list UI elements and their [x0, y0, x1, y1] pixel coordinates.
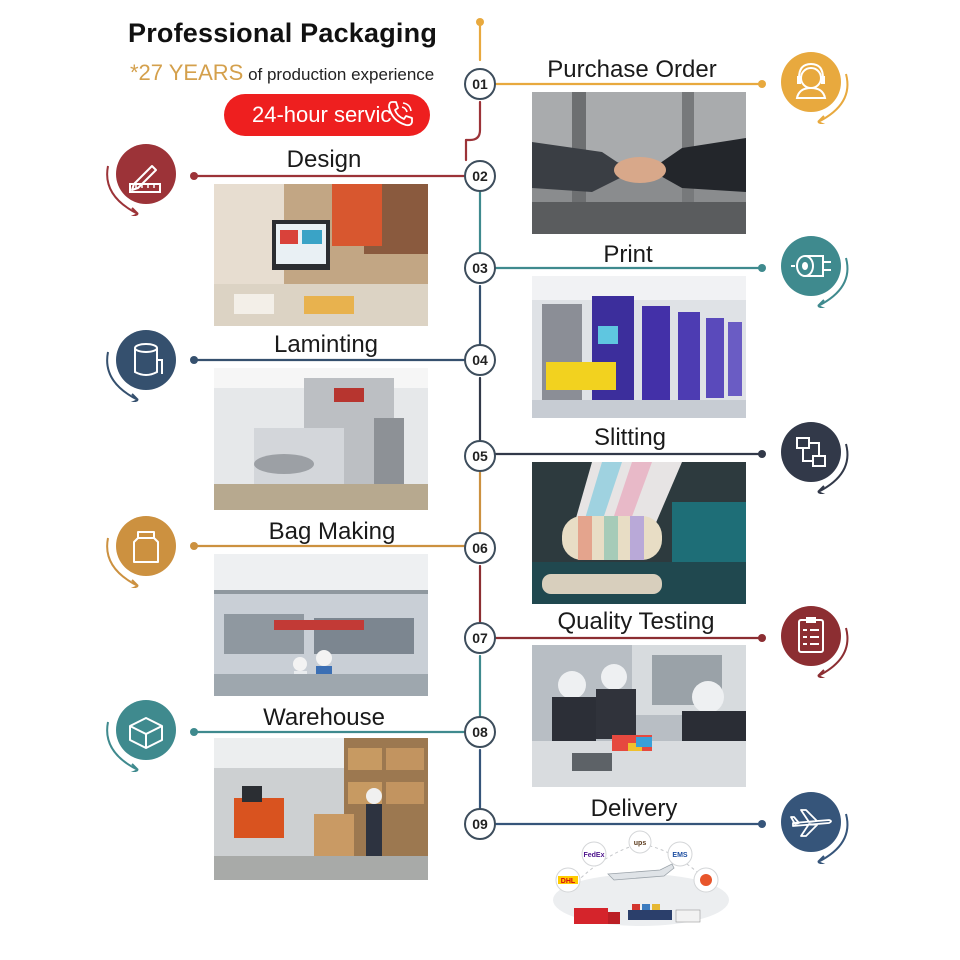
film-roll-icon [134, 343, 163, 376]
fedex-logo: FedEx [583, 852, 604, 859]
years-highlight: *27 YEARS [130, 60, 244, 85]
arrow-arc-icon [817, 73, 849, 124]
printing-machine-photo [532, 276, 746, 418]
laminating-machine-photo [214, 368, 428, 510]
design-icon [116, 144, 176, 204]
arrow-arc-icon [817, 813, 849, 864]
delivery-logistics-illustration: FedEx ups EMS DHL [553, 830, 729, 926]
arrow-arc-icon [817, 443, 849, 494]
print-roll-icon [791, 255, 831, 277]
bag-icon [133, 531, 159, 563]
step-label-bag-making: Bag Making [268, 518, 396, 545]
laminating-icon [116, 330, 176, 390]
step-label-laminting: Laminting [273, 331, 379, 358]
ups-logo: ups [634, 840, 647, 847]
warehouse-icon [116, 700, 176, 760]
step-number-02: 02 [464, 160, 496, 192]
handshake-photo [532, 92, 746, 234]
step-number-01: 01 [464, 68, 496, 100]
arrow-arc-icon [106, 537, 139, 588]
bag-making-photo [214, 554, 428, 696]
step-number-04: 04 [464, 344, 496, 376]
clipboard-icon [798, 617, 824, 653]
design-photo [214, 184, 428, 326]
arrow-arc-icon [106, 165, 139, 216]
service-label: 24-hour servic [252, 102, 392, 127]
step-number-06: 06 [464, 532, 496, 564]
delivery-icon [781, 792, 841, 852]
experience-subtitle: *27 YEARS of production experience [130, 60, 434, 86]
arrow-arc-icon [106, 351, 139, 402]
step-label-print: Print [603, 241, 653, 268]
ems-logo: EMS [672, 852, 688, 859]
slitting-step-icon [781, 422, 841, 482]
dhl-logo: DHL [561, 878, 576, 885]
step-number-09: 09 [464, 808, 496, 840]
customer-service-icon [795, 62, 827, 99]
arrow-arc-icon [817, 627, 849, 678]
step-label-delivery: Delivery [590, 795, 678, 822]
slitting-machine-photo [532, 462, 746, 604]
step-number-07: 07 [464, 622, 496, 654]
arrow-arc-icon [106, 721, 139, 772]
slitting-icon [796, 437, 826, 467]
step-number-03: 03 [464, 252, 496, 284]
print-icon [781, 236, 841, 296]
arrow-arc-icon [817, 257, 849, 308]
step-label-purchase-order: Purchase Order [547, 56, 717, 83]
design-pencil-ruler-icon [129, 165, 161, 193]
experience-text: of production experience [243, 65, 435, 84]
step-label-slitting: Slitting [593, 424, 667, 451]
airplane-icon [790, 809, 832, 837]
box-icon [129, 717, 163, 749]
step-label-quality-testing: Quality Testing [557, 608, 715, 635]
service-button[interactable]: 24-hour servic [224, 94, 430, 136]
step-number-08: 08 [464, 716, 496, 748]
quality-testing-photo [532, 645, 746, 787]
page-title: Professional Packaging [128, 18, 438, 48]
phone-icon [388, 101, 413, 127]
step-number-05: 05 [464, 440, 496, 472]
step-label-design: Design [286, 146, 362, 173]
bag-making-icon [116, 516, 176, 576]
purchase-order-icon [781, 52, 841, 112]
quality-testing-icon [781, 606, 841, 666]
step-label-warehouse: Warehouse [263, 704, 385, 731]
warehouse-photo [214, 738, 428, 880]
